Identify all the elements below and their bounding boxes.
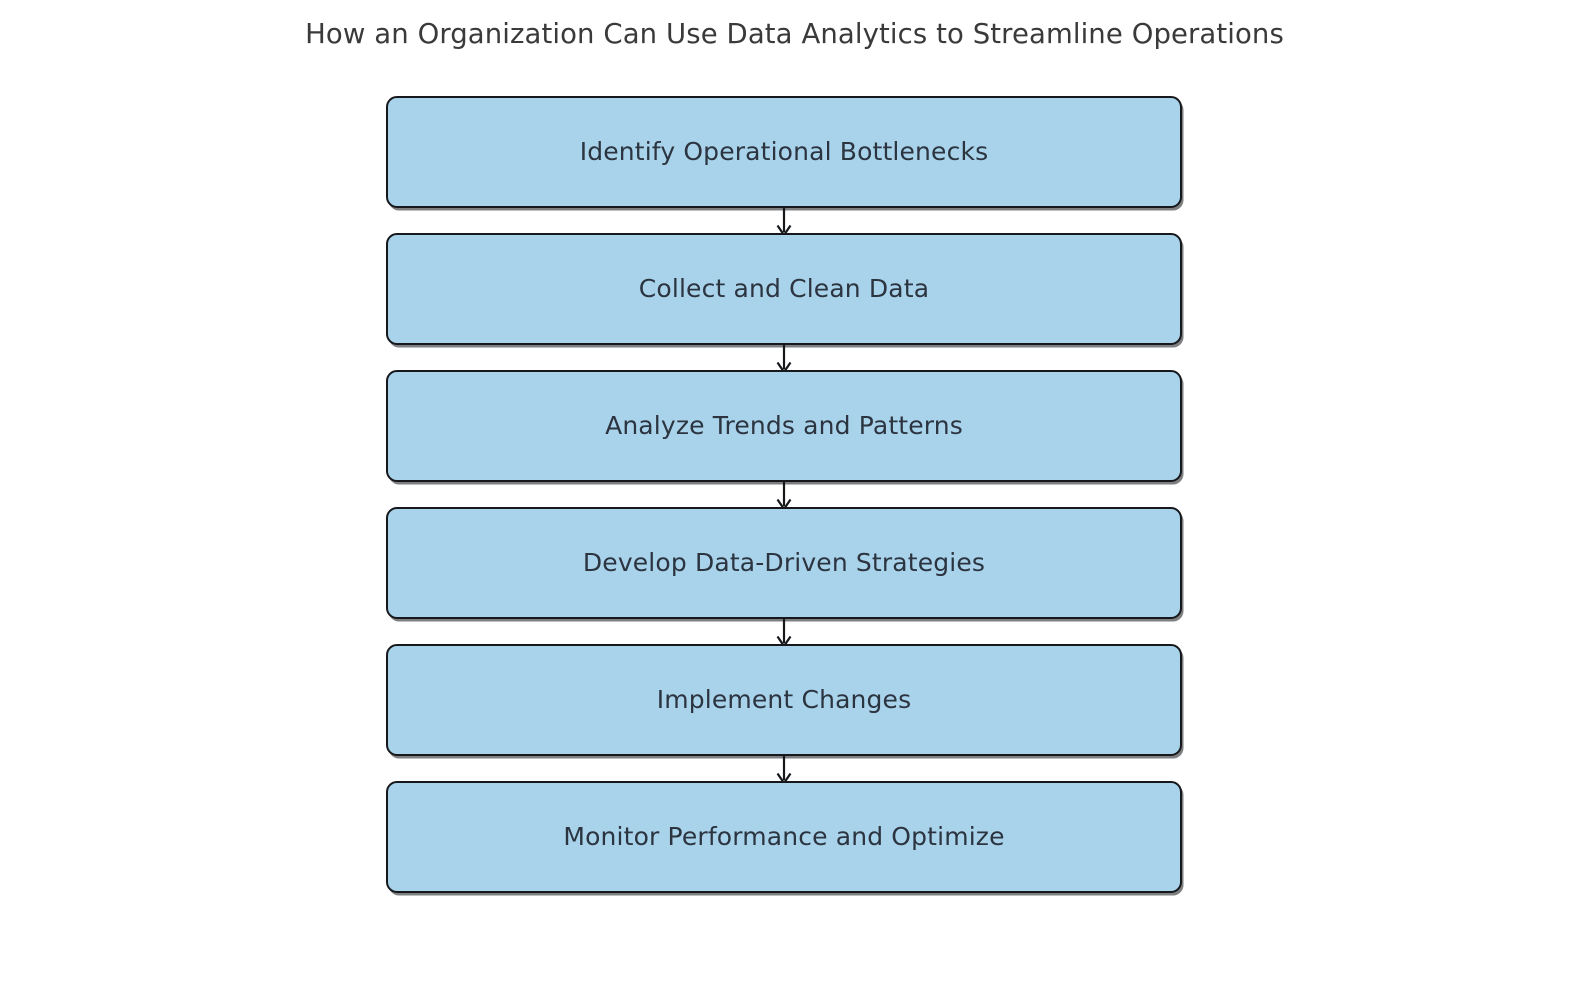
flow-node-label: Develop Data-Driven Strategies [582,548,986,578]
flow-node-implement-changes[interactable]: Implement Changes [386,644,1182,756]
flow-node-label: Implement Changes [656,685,912,715]
flow-node-label: Monitor Performance and Optimize [563,822,1005,852]
flow-node-label: Collect and Clean Data [638,274,930,304]
page-title: How an Organization Can Use Data Analyti… [305,18,1284,50]
flow-node-monitor-performance-and-optimize[interactable]: Monitor Performance and Optimize [386,781,1182,893]
flow-node-analyze-trends-and-patterns[interactable]: Analyze Trends and Patterns [386,370,1182,482]
flow-node-develop-data-driven-strategies[interactable]: Develop Data-Driven Strategies [386,507,1182,619]
flow-node-collect-and-clean-data[interactable]: Collect and Clean Data [386,233,1182,345]
flow-node-label: Analyze Trends and Patterns [605,411,963,441]
flow-node-identify-operational-bottlenecks[interactable]: Identify Operational Bottlenecks [386,96,1182,208]
flow-node-label: Identify Operational Bottlenecks [579,137,989,167]
